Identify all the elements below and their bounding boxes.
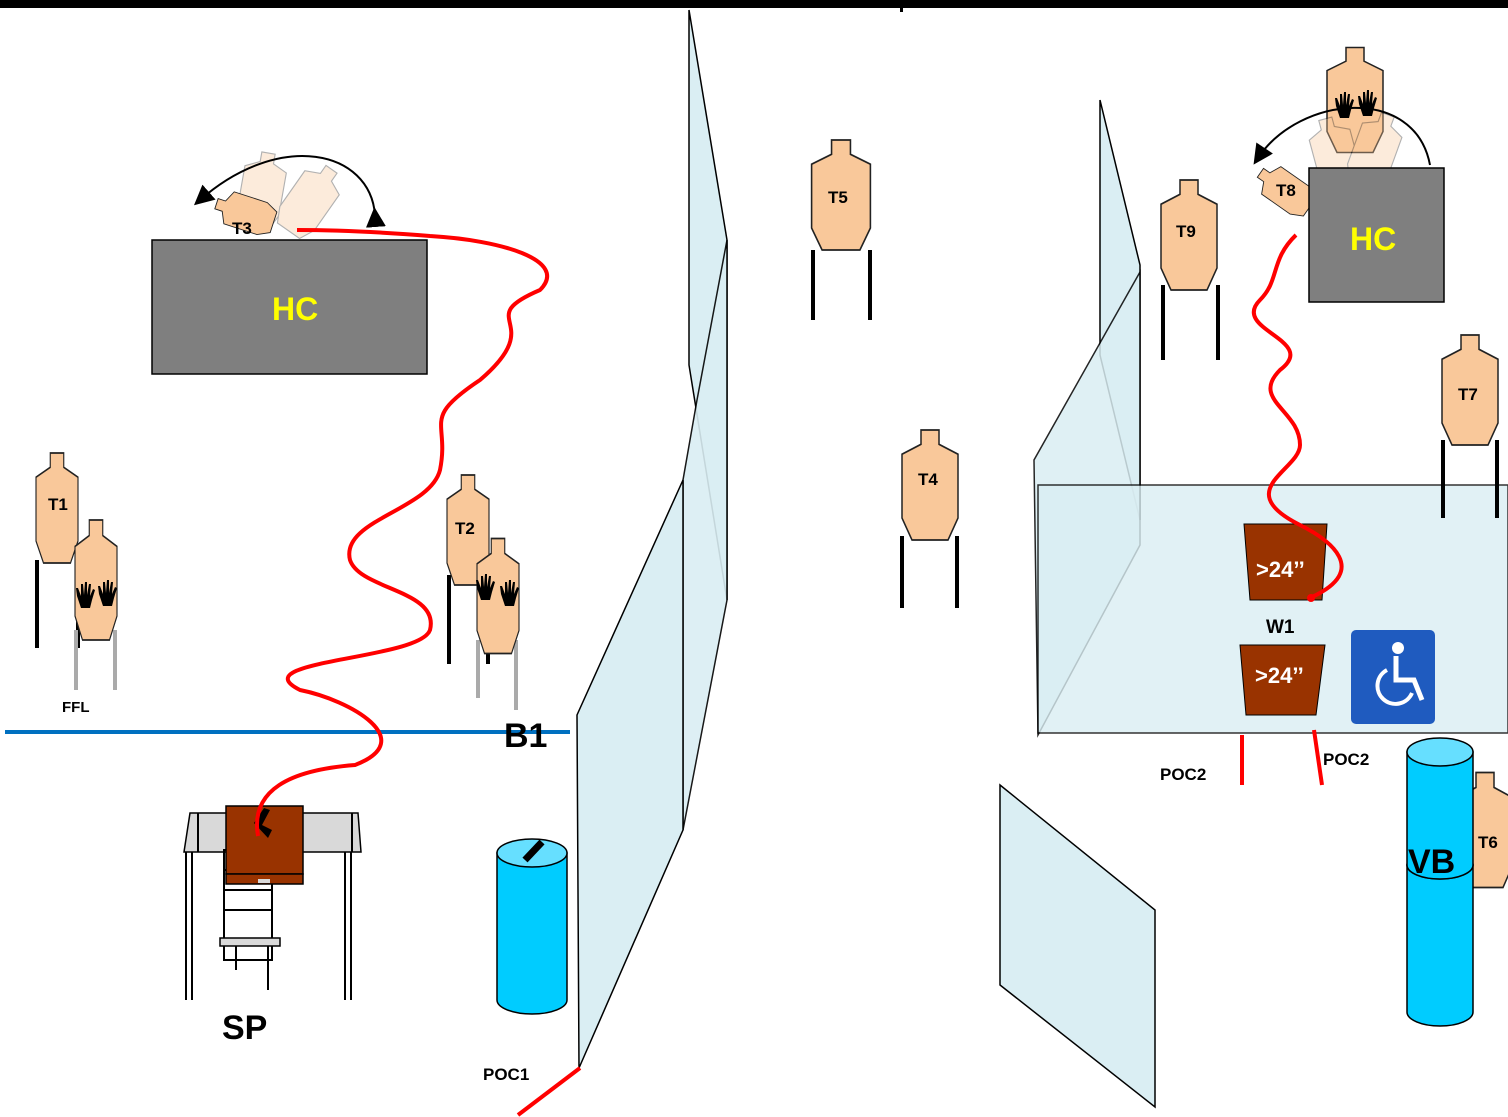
window-box-lower-label: >24’’ (1255, 663, 1304, 688)
target-t8-label: T8 (1276, 181, 1296, 200)
barrel-b1-label: B1 (504, 717, 547, 755)
target-t6-label: T6 (1478, 833, 1498, 852)
poc2-label-left: POC2 (1160, 765, 1206, 784)
poc1-label: POC1 (483, 1065, 529, 1084)
vertical-barrels (1406, 737, 1474, 1027)
poc2-line-right (1312, 729, 1324, 786)
rotation-arrow-icon (193, 155, 386, 228)
window-box-upper-label: >24’’ (1256, 557, 1305, 582)
target-t4 (900, 429, 959, 608)
target-t4-label: T4 (918, 470, 938, 489)
pistol-case (225, 805, 304, 885)
movement-path-left (255, 228, 550, 837)
pistol-icon (254, 808, 272, 838)
target-t9 (1160, 179, 1220, 360)
target-t2-label: T2 (455, 519, 475, 538)
target-t9-label: T9 (1176, 222, 1196, 241)
hard-cover-left-label: HC (272, 291, 318, 327)
wall-right-bottom (999, 783, 1156, 1109)
poc2-label-right: POC2 (1323, 750, 1369, 769)
window-label: W1 (1266, 617, 1295, 638)
hard-cover-right (1308, 167, 1445, 303)
hard-cover-right-label: HC (1350, 221, 1396, 257)
wall-center-lower (576, 479, 684, 1069)
target-t5 (810, 139, 872, 320)
movement-path-right (1251, 233, 1344, 599)
start-position-label: SP (222, 1009, 267, 1047)
poc1-line (516, 1066, 582, 1117)
target-t1 (35, 452, 80, 648)
no-shoot-t2 (476, 537, 520, 710)
target-t3-label: T3 (232, 219, 252, 238)
hard-cover-left (151, 239, 428, 375)
barrel-b1 (496, 838, 568, 1015)
pistol-icon (522, 839, 545, 863)
target-t5-label: T5 (828, 188, 848, 207)
vertical-barrels-label: VB (1408, 843, 1455, 881)
movement-path-end (1307, 594, 1315, 602)
wall-center-upper (682, 9, 728, 831)
target-t1-label: T1 (48, 495, 68, 514)
target-t7 (1441, 334, 1499, 518)
target-t7-label: T7 (1458, 385, 1478, 404)
rotation-arrow-icon (1253, 106, 1431, 166)
no-shoot-t1 (74, 519, 118, 690)
fault-line-label: FFL (62, 699, 90, 716)
wheelchair-icon (1351, 630, 1435, 724)
window-box-lower (1239, 644, 1326, 716)
top-border (0, 0, 1508, 8)
